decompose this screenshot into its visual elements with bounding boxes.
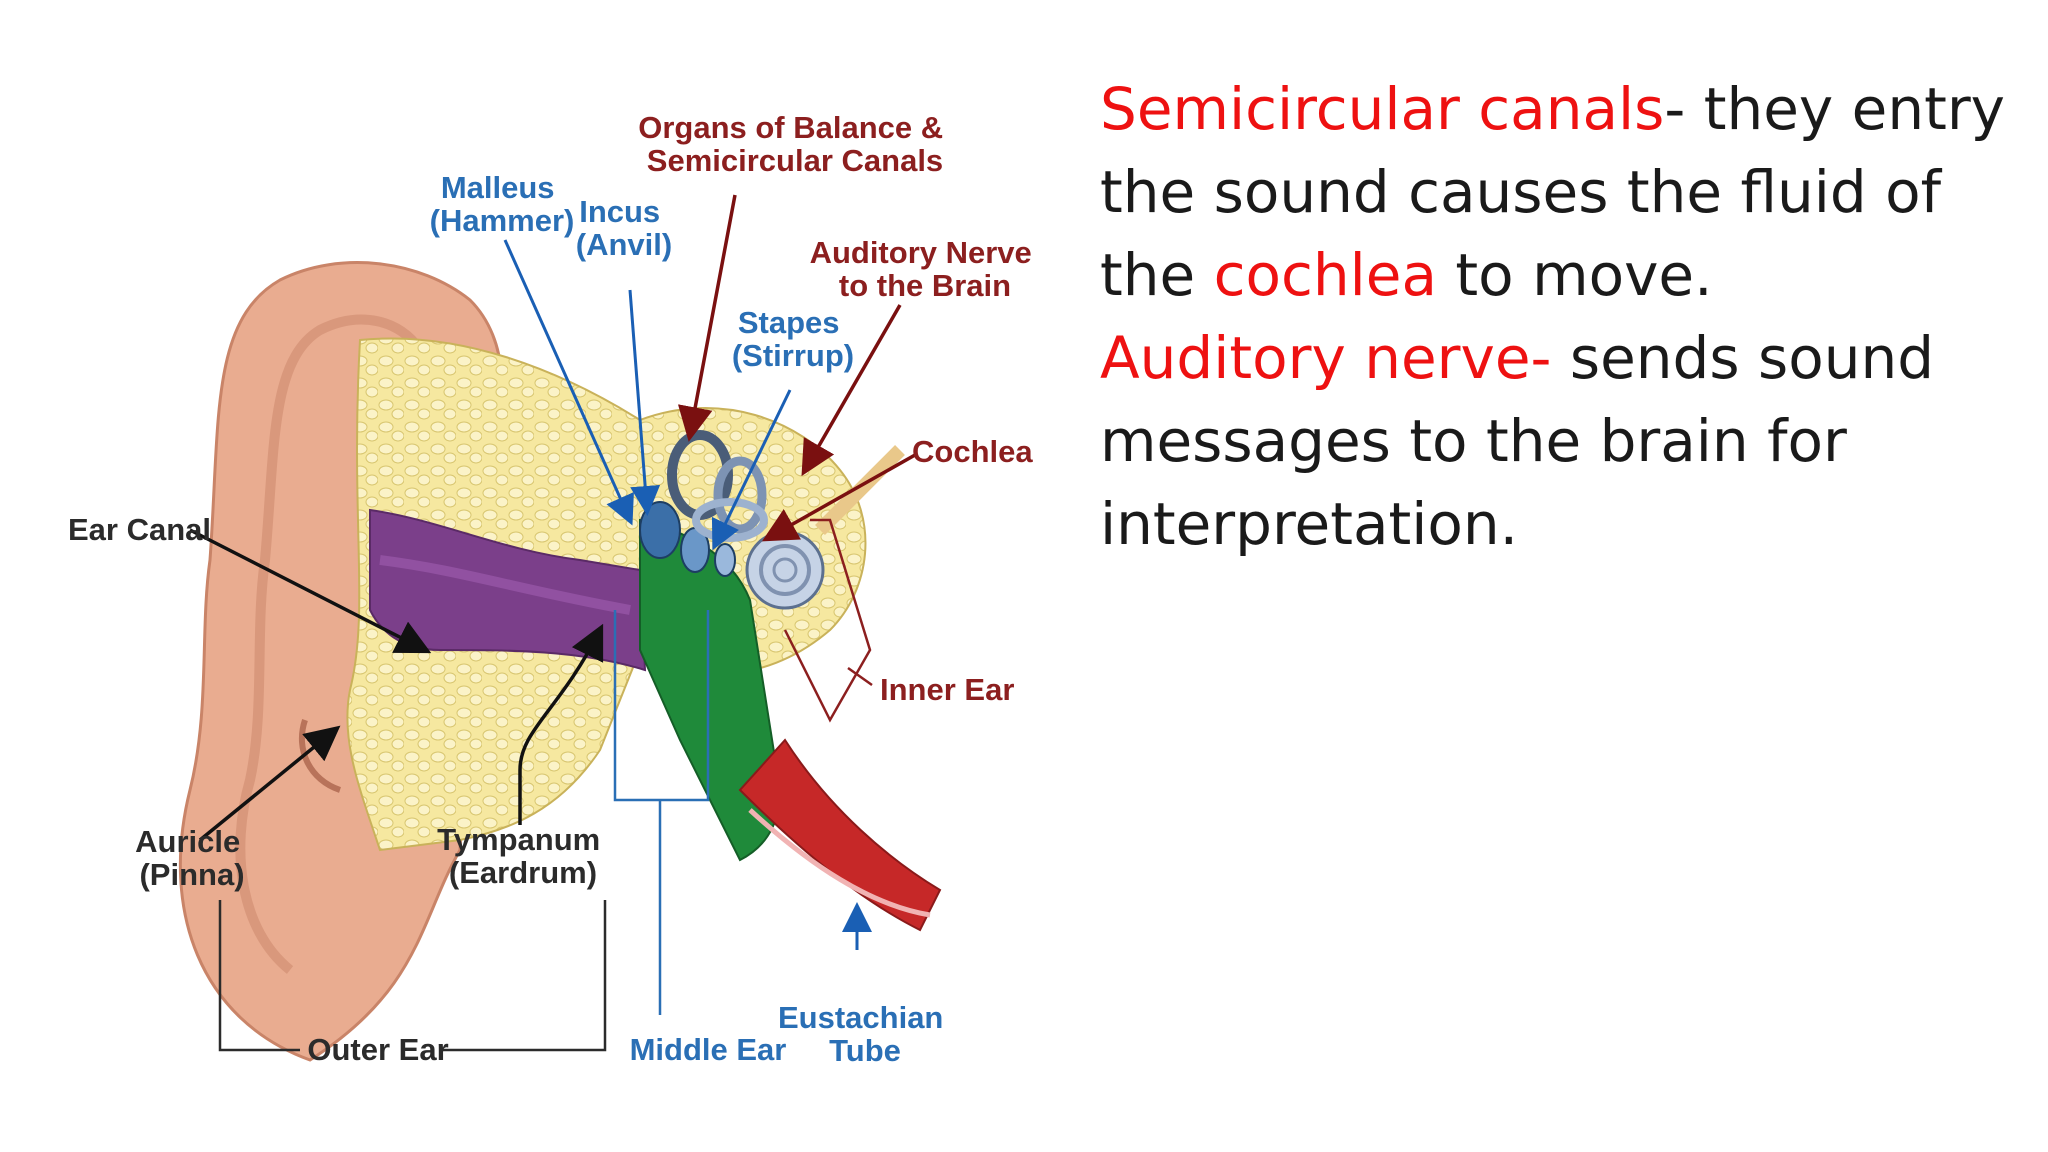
label-incus: Incus (Anvil) [576,194,672,262]
label-stapes-line1: Stapes [738,305,840,340]
label-incus-line2: (Anvil) [576,227,672,262]
label-ear-canal: Ear Canal [68,512,211,547]
label-tympanum: Tympanum (Eardrum) [437,822,609,890]
label-eustachian-line1: Eustachian [778,1000,943,1035]
inner-ear-bracket [783,518,872,723]
label-organs-line1: Organs of Balance & [638,110,943,145]
middle-ear-bracket [613,610,710,802]
term-cochlea: cochlea [1213,241,1437,309]
explanation-text: Semicircular canals- they entry the soun… [1100,68,2020,566]
ear-anatomy-diagram: Ear Canal Auricle (Pinna) Tympanum (Eard… [68,110,1041,1068]
label-organs-of-balance: Organs of Balance & Semicircular Canals [638,110,952,178]
term-semicircular-canals: Semicircular canals [1100,75,1665,143]
label-auditory-nerve-line1: Auditory Nerve [810,235,1032,270]
label-malleus-line2: (Hammer) [430,203,575,238]
paragraph-auditory-nerve: Auditory nerve- sends sound messages to … [1100,317,2020,566]
label-organs-line2: Semicircular Canals [647,143,943,178]
label-incus-line1: Incus [579,194,660,229]
label-auditory-nerve: Auditory Nerve to the Brain [810,235,1041,303]
label-stapes: Stapes (Stirrup) [732,305,854,373]
term-auditory-nerve: Auditory nerve- [1100,324,1552,392]
semicircular-canals-description: - they entry the sound causes the fluid … [1100,75,2006,309]
label-middle-ear: Middle Ear [630,1032,787,1067]
cochlea-shape [745,530,825,610]
pointer-arrows [189,194,916,950]
eustachian-tube-shape [738,738,942,932]
ossicles-shape [639,501,736,577]
label-auditory-nerve-line2: to the Brain [839,268,1011,303]
outer-ear-bracket [218,900,607,1052]
label-auricle-line1: Auricle [135,824,240,859]
label-eustachian-line2: Tube [829,1033,901,1068]
label-auricle: Auricle (Pinna) [135,824,249,892]
auditory-nerve-description: sends sound messages to the brain for in… [1100,324,1935,558]
label-auricle-line2: (Pinna) [139,857,244,892]
paragraph-semicircular-canals: Semicircular canals- they entry the soun… [1100,68,2020,317]
label-tympanum-line1: Tympanum [437,822,600,857]
label-cochlea: Cochlea [912,434,1033,469]
label-outer-ear: Outer Ear [307,1032,448,1067]
label-eustachian: Eustachian Tube [778,1000,952,1068]
label-malleus-line1: Malleus [441,170,555,205]
cochlea-description: to move. [1437,241,1713,309]
label-malleus: Malleus (Hammer) [430,170,575,238]
label-stapes-line2: (Stirrup) [732,338,854,373]
label-tympanum-line2: (Eardrum) [449,855,597,890]
label-inner-ear: Inner Ear [880,672,1014,707]
